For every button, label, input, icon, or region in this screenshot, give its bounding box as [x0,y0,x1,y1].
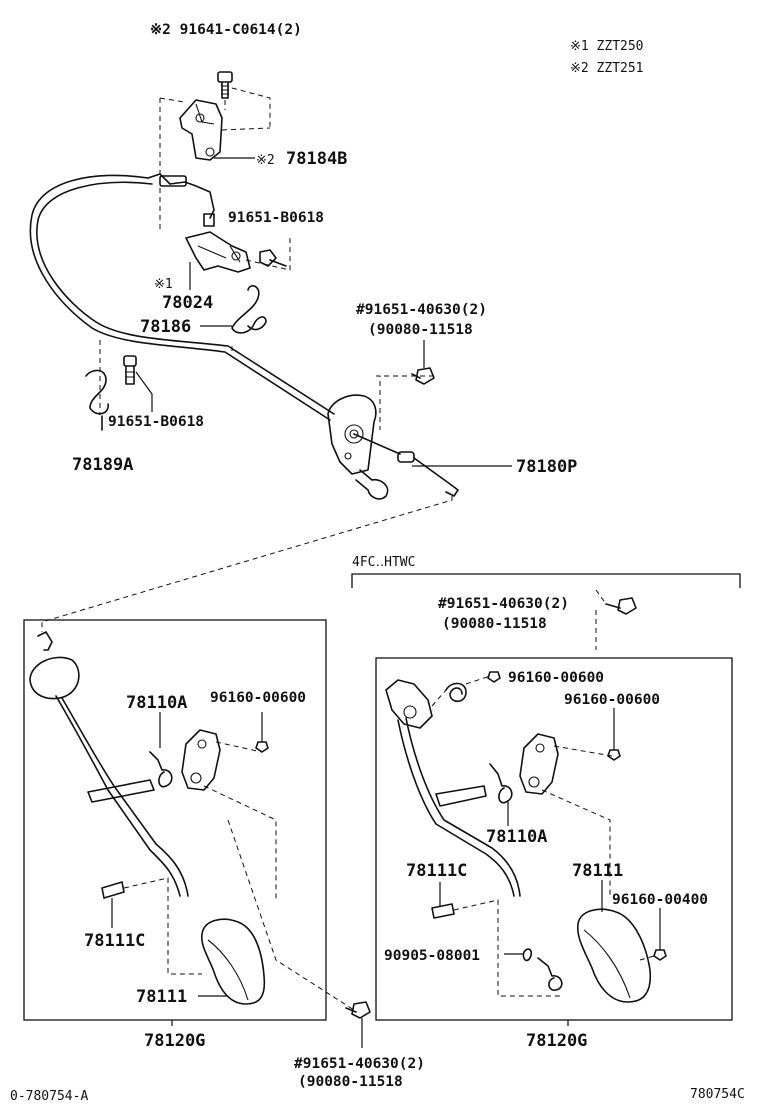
right-assembly-box [375,657,733,1021]
spring-90905-icon [522,948,563,991]
pin-78111C-right-icon [431,903,455,919]
nut-96160-right-top-icon [487,671,501,683]
label-78111-left: 78111 [136,987,187,1007]
pedal-arm-left-icon [29,631,189,897]
label-96160-00600-left: 96160-00600 [210,690,306,706]
label-91651-B0618-left: 91651-B0618 [108,414,204,430]
label-78184B: 78184B [286,149,347,169]
label-91651-40630-top: #91651-40630(2) [356,302,487,318]
label-78110A-right: 78110A [486,827,547,847]
label-91651-40630-bottom: #91651-40630(2) [294,1056,425,1072]
bolt-91651-40630-right-icon [605,597,637,615]
variant-4FC-HTWC: 4FC‥HTWC [352,555,415,570]
code-left: 0-780754-A [10,1089,88,1104]
spring-78110A-right-icon [489,763,513,804]
left-assembly-box [23,619,327,1021]
label-78180P: 78180P [516,457,577,477]
label-90080-right: (90080-11518 [442,616,547,632]
nut-96160-00400-icon [653,949,667,961]
mark-78024: ※1 [154,277,173,292]
label-90905-08001: 90905-08001 [384,948,480,964]
lever-78024-icon [185,231,251,273]
label-91641-C0614: ※2 91641-C0614(2) [150,22,302,38]
note-zzt251: ※2 ZZT251 [570,61,644,76]
label-78024: 78024 [162,293,213,313]
label-78111C-left: 78111C [84,931,145,951]
clip-78189A-icon [85,369,109,431]
code-right: 780754C [690,1087,745,1102]
nut-96160-left-icon [255,741,269,753]
label-96160-00600-right-top: 96160-00600 [508,670,604,686]
spring-78110A-left-icon [149,751,173,788]
label-90080-top: (90080-11518 [368,322,473,338]
label-96160-00400: 96160-00400 [612,892,708,908]
accelerator-cable-icon [29,173,335,421]
bolt-91651-40630-bottom-icon [345,1001,371,1019]
label-78120G-right: 78120G [526,1031,587,1051]
clip-78186-icon [231,285,267,334]
bracket-78184B-icon [179,99,223,161]
cable-mount-icon [327,394,459,500]
label-78111-right: 78111 [572,861,623,881]
label-78110A-left: 78110A [126,693,187,713]
pedal-pad-78111-right-icon [576,908,652,1003]
bolt-91651-B0618-left-icon [123,355,137,385]
label-78120G-left: 78120G [144,1031,205,1051]
bracket-left-icon [181,729,221,791]
label-78186: 78186 [140,317,191,337]
label-78189A: 78189A [72,455,133,475]
nut-96160-right-mid-icon [607,749,621,761]
pedal-arm-right-icon [385,679,521,897]
bracket-right-icon [519,733,559,795]
label-78111C-right: 78111C [406,861,467,881]
note-zzt250: ※1 ZZT250 [570,39,644,54]
label-90080-bottom: (90080-11518 [298,1074,403,1090]
pin-78111C-left-icon [101,881,125,899]
bolt-top-icon [217,71,233,99]
spring-right-top-icon [445,682,467,703]
label-91651-B0618-upper: 91651-B0618 [228,210,324,226]
pedal-pad-78111-left-icon [200,918,266,1005]
mark-78184B: ※2 [256,153,275,168]
label-91651-40630-right: #91651-40630(2) [438,596,569,612]
bolt-91651-B0618-upper-icon [259,249,287,267]
label-96160-00600-right-mid: 96160-00600 [564,692,660,708]
variant-bracket [351,573,741,588]
